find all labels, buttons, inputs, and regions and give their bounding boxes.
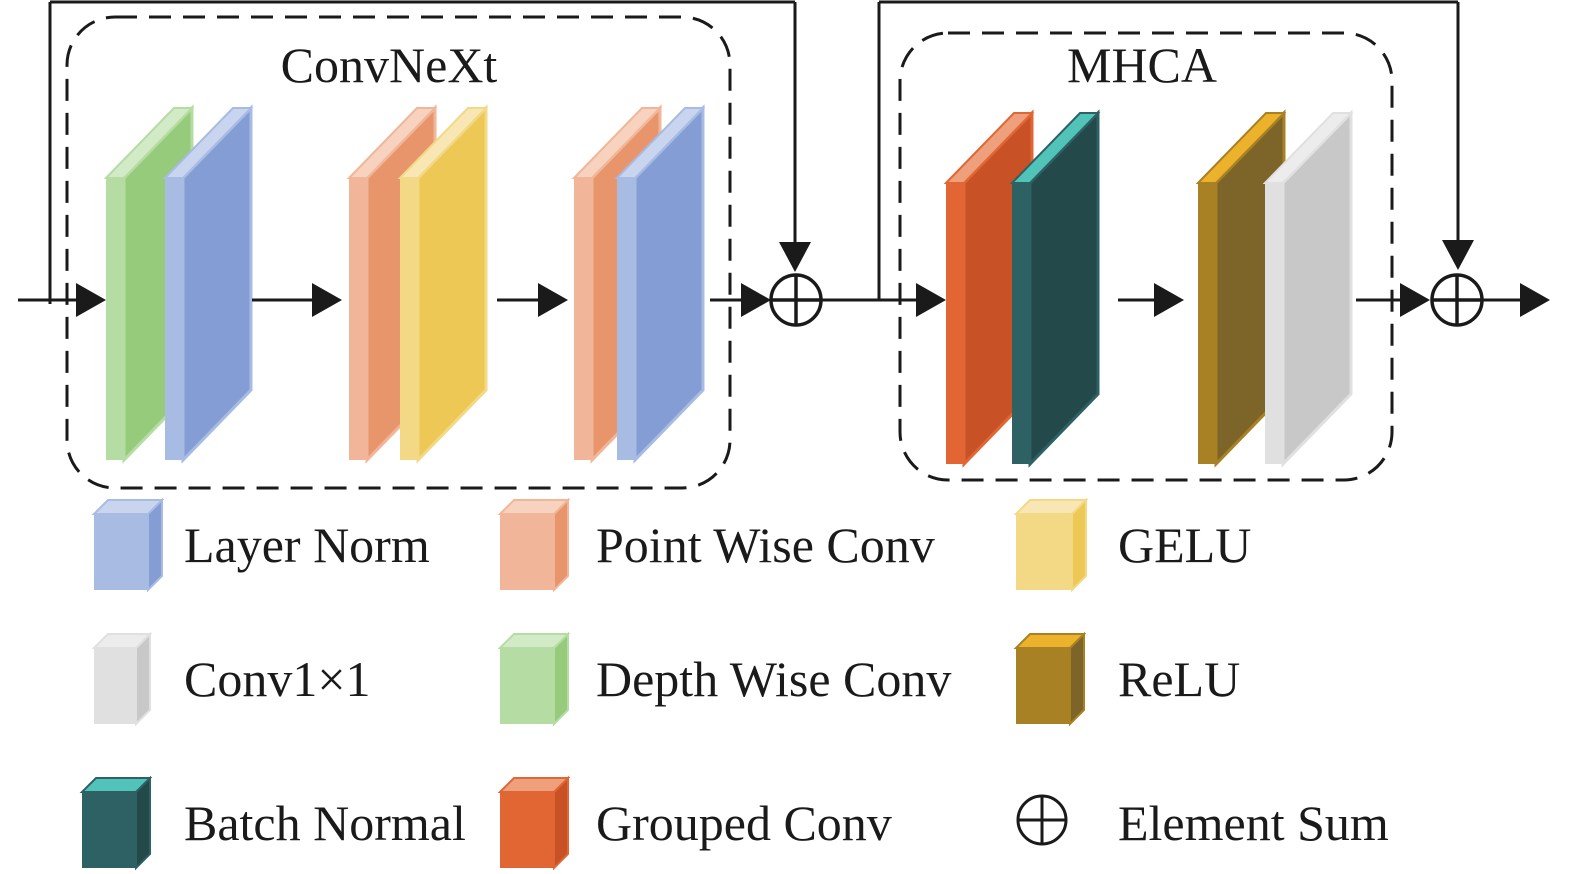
mhca-block <box>898 31 1394 482</box>
layer-front <box>1265 183 1283 464</box>
arrow-head-icon <box>538 283 568 317</box>
legend-label: ReLU <box>1118 651 1240 707</box>
legend-label: Layer Norm <box>184 517 430 573</box>
legend-swatch-conv1x1 <box>91 631 153 727</box>
layer-stack <box>103 104 1354 468</box>
legend-label: Grouped Conv <box>596 795 892 851</box>
skip-arrow-2-icon <box>1442 240 1474 270</box>
layer-layer-norm <box>614 104 706 464</box>
legend-swatch-relu <box>1013 631 1087 727</box>
layer-batch-norm <box>1009 109 1101 468</box>
legend-label: GELU <box>1118 517 1251 573</box>
legend-swatch-layer-norm <box>91 497 165 593</box>
convnext-title: ConvNeXt <box>281 37 498 93</box>
legend: Layer Norm Point Wise Conv GELU Conv1×1 Dept… <box>79 497 1389 871</box>
connections <box>18 0 1550 327</box>
mhca-title: MHCA <box>1067 37 1217 93</box>
legend-item-layer-norm: Layer Norm <box>91 497 430 593</box>
output-arrow-icon <box>1520 283 1550 317</box>
layer-front <box>946 183 964 464</box>
legend-label: Point Wise Conv <box>596 517 935 573</box>
legend-item-conv1x1: Conv1×1 <box>91 631 371 727</box>
layer-front <box>1198 183 1216 464</box>
layer-front <box>1012 183 1030 464</box>
legend-label: Element Sum <box>1118 795 1389 851</box>
skip-arrow-1-icon <box>779 242 811 272</box>
legend-label: Conv1×1 <box>184 651 371 707</box>
layer-front <box>349 178 367 460</box>
element-sum-2 <box>1430 273 1484 327</box>
legend-item-relu: ReLU <box>1013 631 1240 727</box>
arrow-head-icon <box>1400 283 1430 317</box>
arrow-head-icon <box>916 283 946 317</box>
legend-swatch-gelu <box>1013 497 1089 593</box>
legend-item-point-wise: Point Wise Conv <box>497 497 935 593</box>
legend-swatch-point-wise <box>497 497 571 593</box>
legend-swatch-depth-wise <box>497 631 571 727</box>
arrow-head-icon <box>312 283 342 317</box>
legend-item-gelu: GELU <box>1013 497 1251 593</box>
layer-front <box>617 178 635 460</box>
layer-front <box>165 178 183 460</box>
legend-label: Depth Wise Conv <box>596 651 951 707</box>
legend-item-depth-wise: Depth Wise Conv <box>497 631 951 727</box>
legend-item-batch-norm: Batch Normal <box>79 775 466 871</box>
arrow-head-icon <box>741 283 771 317</box>
layer-layer-norm <box>162 104 254 464</box>
legend-label: Batch Normal <box>184 795 466 851</box>
input-arrow-icon <box>76 283 106 317</box>
layer-front <box>400 178 418 460</box>
layer-front <box>574 178 592 460</box>
legend-swatch-batch-norm <box>79 775 153 871</box>
layer-conv1x1 <box>1262 109 1354 468</box>
legend-item-grouped: Grouped Conv <box>497 775 892 871</box>
layer-front <box>106 178 124 460</box>
legend-item-element-sum: Element Sum <box>1016 794 1389 851</box>
layer-gelu <box>397 104 489 464</box>
element-sum-1 <box>769 273 823 327</box>
convnext-block <box>65 15 732 490</box>
legend-swatch-grouped <box>497 775 571 871</box>
arrow-head-icon <box>1154 283 1184 317</box>
